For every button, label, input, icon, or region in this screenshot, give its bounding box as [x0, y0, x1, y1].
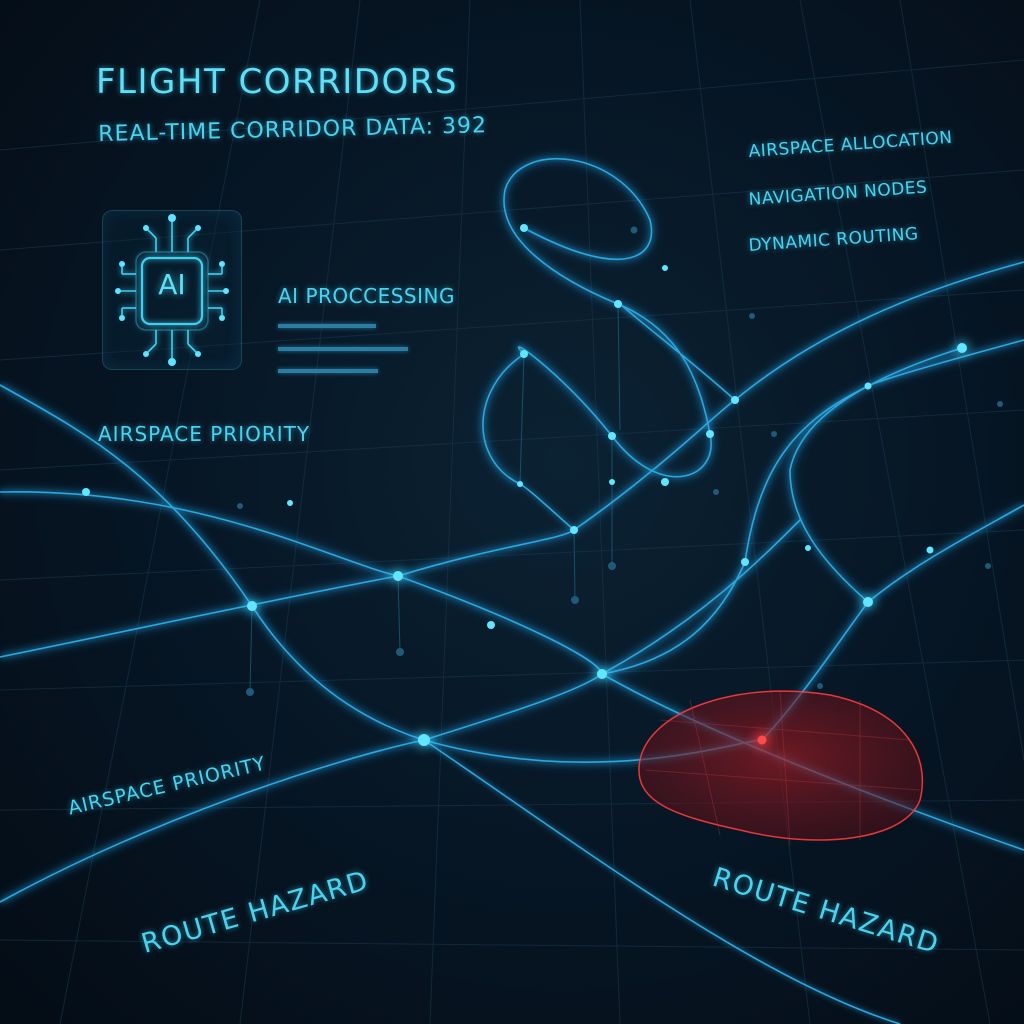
route-node	[863, 597, 873, 607]
route-node	[247, 601, 257, 611]
hazard-node	[757, 735, 767, 745]
route-node	[287, 500, 293, 506]
route-line	[423, 739, 901, 1024]
route-node	[520, 224, 528, 232]
processing-bar	[278, 369, 378, 373]
route-line	[519, 483, 575, 531]
route-node	[82, 488, 90, 496]
ai-chip-label: AI	[158, 268, 186, 301]
route-node	[614, 300, 622, 308]
route-node	[706, 430, 714, 438]
route-node	[731, 396, 739, 404]
route-node	[393, 571, 403, 581]
route-node	[864, 382, 872, 390]
route-node	[487, 621, 495, 629]
route-node	[662, 265, 668, 271]
page-title: Flight Corridors	[96, 62, 458, 102]
route-line	[619, 303, 736, 401]
route-node	[957, 343, 967, 353]
route-node	[741, 558, 749, 566]
route-line	[0, 519, 801, 903]
route-node	[608, 432, 616, 440]
route-node	[926, 546, 934, 554]
node-droplines	[249, 303, 621, 693]
route-node	[609, 479, 615, 485]
dim-nodes	[237, 226, 1003, 696]
route-node	[520, 350, 528, 358]
route-line	[482, 158, 712, 485]
route-node	[517, 481, 523, 487]
route-nodes	[82, 224, 970, 749]
processing-bar	[278, 347, 408, 351]
route-node	[661, 478, 669, 486]
hazard-zone	[638, 689, 924, 846]
route-node	[418, 734, 430, 746]
route-line	[601, 339, 1024, 675]
route-node	[597, 669, 607, 679]
processing-bar	[278, 324, 376, 328]
ai-processing-label: AI Proccessing	[278, 284, 455, 308]
route-line	[789, 347, 963, 603]
route-node	[570, 526, 578, 534]
route-node	[805, 545, 811, 551]
airspace-priority-label: Airspace Priority	[98, 422, 311, 446]
